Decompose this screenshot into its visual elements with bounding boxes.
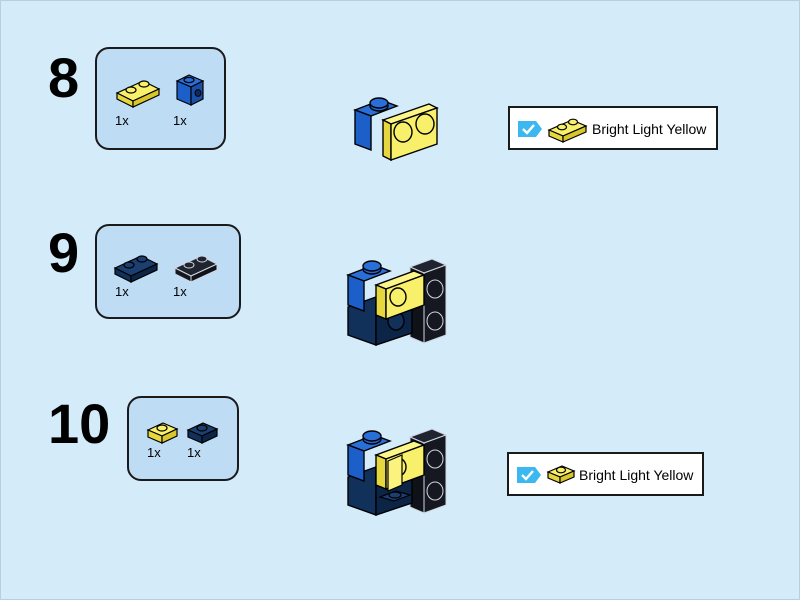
color-name-label: Bright Light Yellow (579, 467, 694, 483)
parts-list: 1x 1x (95, 224, 241, 319)
part-quantity: 1x (115, 113, 129, 128)
yellow-1x2-plate-icon (115, 80, 161, 108)
dark-blue-1x2-plate-icon (113, 255, 159, 283)
check-icon (517, 467, 541, 483)
step-number: 9 (48, 221, 80, 284)
step-number: 10 (48, 392, 111, 455)
yellow-1x1-plate-icon (546, 465, 576, 484)
step-number: 8 (48, 46, 80, 109)
parts-list: 1x 1x (127, 396, 239, 481)
step-8-assembly-model (353, 97, 439, 162)
color-change-callout: Bright Light Yellow (508, 106, 718, 150)
step-9-assembly-model (346, 258, 448, 346)
black-1x2-plate-icon (173, 255, 219, 283)
check-icon (518, 121, 542, 137)
part-quantity: 1x (187, 445, 201, 460)
part-quantity: 1x (173, 284, 187, 299)
parts-list: 1x 1x (95, 47, 226, 150)
part-quantity: 1x (173, 113, 187, 128)
blue-1x1-bracket-icon (175, 74, 205, 106)
part-quantity: 1x (147, 445, 161, 460)
color-change-callout: Bright Light Yellow (507, 452, 704, 496)
yellow-1x1-plate-icon (146, 422, 179, 444)
part-quantity: 1x (115, 284, 129, 299)
color-name-label: Bright Light Yellow (592, 121, 707, 137)
dark-blue-1x1-plate-icon (186, 422, 219, 444)
step-10-assembly-model (346, 428, 448, 516)
yellow-1x2-plate-icon (547, 118, 588, 143)
